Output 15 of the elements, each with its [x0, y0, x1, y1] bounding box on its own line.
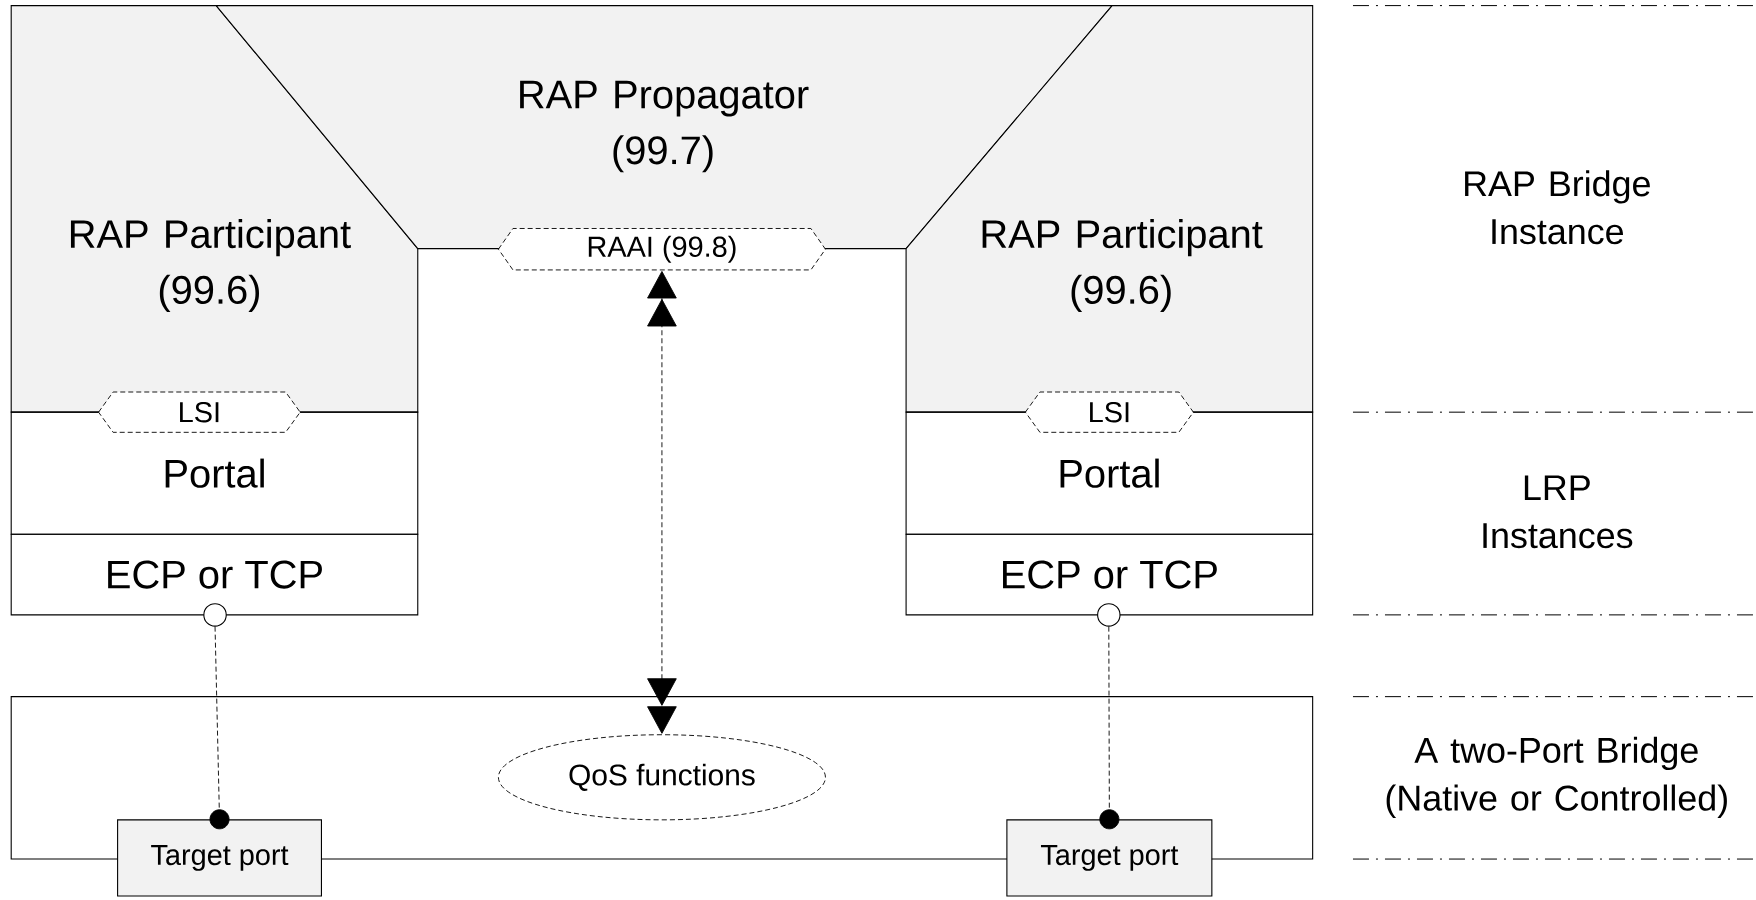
layer-label: A two-Port Bridge (Native or Controlled): [1386, 736, 1727, 818]
connector-arrow: [1099, 626, 1120, 830]
layer-label: LRP Instances: [1483, 475, 1633, 549]
port-box: Target port: [117, 819, 322, 897]
layer-box: ECP or TCP: [10, 533, 419, 616]
port-circle: [203, 603, 227, 627]
layer-label: RAP Bridge Instance: [1465, 170, 1650, 245]
port-box: Target port: [1006, 819, 1213, 897]
interface-hexagon: LSI: [1024, 391, 1194, 433]
connector-arrow: [647, 271, 677, 734]
interface-hexagon: LSI: [98, 391, 301, 433]
connector-arrow: [209, 626, 230, 830]
interface-hexagon: RAAI (99.8): [497, 228, 826, 271]
layer-box: ECP or TCP: [905, 533, 1314, 616]
port-circle: [1097, 603, 1121, 627]
